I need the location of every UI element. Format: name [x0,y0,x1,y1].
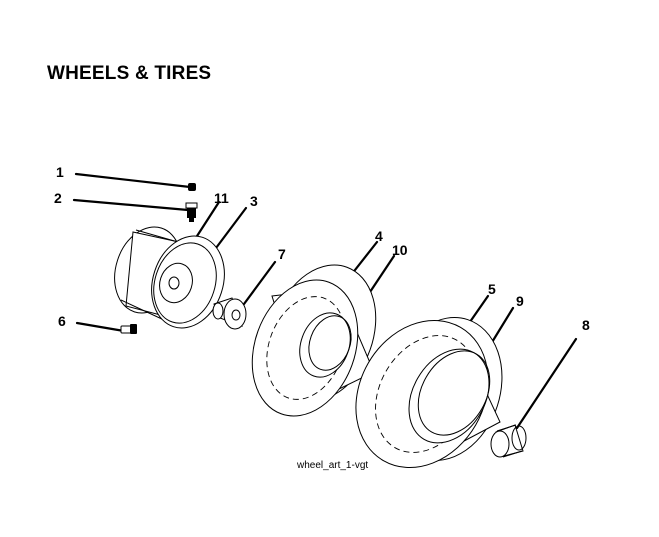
callout-8: 8 [582,317,590,333]
page-title: WHEELS & TIRES [47,63,212,84]
callout-6: 6 [58,313,66,329]
callout-11: 11 [214,190,229,206]
valve-cap-part [188,183,196,191]
callout-3: 3 [250,193,258,209]
wheel-rim-part [114,226,225,329]
front-tire-part [251,264,377,417]
valve-stem-part [185,202,198,222]
spacer-bushing-part [212,297,247,330]
art-caption: wheel_art_1-vgt [297,460,369,471]
callout-labels: 1 2 11 3 7 4 10 5 9 8 6 [54,164,590,333]
grease-fitting-part [120,324,137,334]
callout-2: 2 [54,190,62,206]
callout-10: 10 [392,242,408,258]
wheel-bushing-part [490,424,527,458]
callout-4: 4 [375,228,383,244]
callout-1: 1 [56,164,64,180]
callout-7: 7 [278,246,286,262]
callout-5: 5 [488,281,496,297]
rear-tire-part [355,317,503,469]
callout-9: 9 [516,293,524,309]
